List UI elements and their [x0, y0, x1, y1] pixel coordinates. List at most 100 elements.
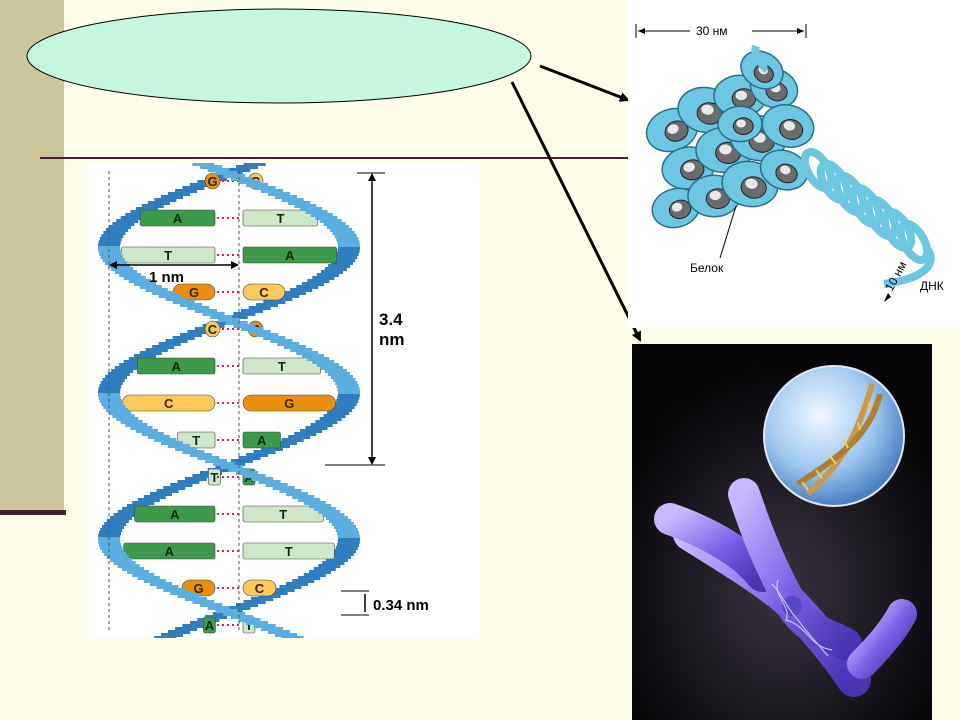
strand-a-segment [154, 636, 177, 638]
strand-b-segment [337, 393, 360, 397]
strand-b-segment [324, 369, 347, 373]
strand-b-segment [156, 585, 179, 589]
chromatin-fiber-width-label: 30 нм [696, 24, 728, 38]
sidebar-bottom-line [0, 510, 66, 515]
strand-b-segment [122, 567, 145, 571]
base-left-letter: T [192, 433, 200, 448]
strand-b-segment [147, 201, 170, 205]
strand-b-segment [106, 555, 129, 559]
strand-b-segment [163, 588, 186, 592]
strand-a-segment [100, 381, 123, 385]
strand-a-segment [189, 621, 212, 625]
strand-a-segment [256, 303, 279, 307]
strand-a-segment [318, 564, 341, 568]
strand-b-segment [236, 165, 259, 169]
strand-b-segment [98, 534, 121, 538]
dna-rise-label: 0.34 nm [373, 597, 429, 614]
strand-b-segment [253, 624, 276, 628]
strand-b-segment [149, 492, 172, 496]
strand-a-segment [337, 543, 360, 547]
strand-b-segment [316, 363, 339, 367]
strand-b-segment [233, 324, 256, 328]
strand-b-segment [172, 300, 195, 304]
strand-a-segment [141, 432, 164, 436]
strand-a-segment [270, 297, 293, 301]
strand-b-segment [98, 240, 121, 244]
strand-b-segment [167, 192, 190, 196]
strand-a-segment [334, 525, 357, 529]
strand-a-segment [119, 363, 142, 367]
dna-pitch-label-unit: nm [379, 330, 405, 349]
strand-b-segment [281, 636, 304, 638]
strand-b-segment [143, 579, 166, 583]
strand-b-segment [101, 549, 124, 553]
strand-a-segment [192, 163, 215, 166]
strand-a-segment [327, 225, 350, 229]
strand-a-segment [334, 234, 357, 238]
base-left-letter: A [165, 544, 175, 559]
base-left-letter: A [173, 211, 183, 226]
base-right-letter: A [285, 248, 295, 263]
title-ellipse[interactable] [25, 6, 533, 106]
chromatin-protein-label: Белок [690, 261, 724, 275]
strand-b-segment [327, 411, 350, 415]
strand-a-segment [265, 483, 288, 487]
strand-a-segment [102, 378, 125, 382]
base-right [242, 283, 286, 301]
strand-b-segment [137, 576, 160, 580]
strand-b-segment [120, 216, 143, 220]
strand-a-segment [179, 333, 202, 337]
strand-b-segment [238, 456, 261, 460]
strand-b-segment [165, 297, 188, 301]
strand-b-segment [230, 615, 253, 619]
strand-a-segment [135, 429, 158, 433]
strand-a-segment [336, 252, 359, 256]
strand-b-segment [260, 627, 283, 631]
strand-a-segment [318, 510, 341, 514]
strand-a-segment [335, 546, 358, 550]
strand-b-segment [300, 429, 323, 433]
strand-a-segment [301, 282, 324, 286]
strand-a-segment [337, 534, 360, 538]
strand-b-segment [187, 306, 210, 310]
strand-a-segment [337, 243, 360, 247]
strand-b-segment [135, 207, 158, 211]
strand-b-segment [330, 375, 353, 379]
strand-a-segment [300, 207, 323, 211]
strand-b-segment [145, 288, 168, 292]
strand-b-segment [98, 531, 121, 535]
strand-b-segment [192, 474, 215, 478]
strand-a-segment [223, 174, 246, 178]
strand-b-segment [294, 432, 317, 436]
strand-b-segment [307, 357, 330, 361]
strand-b-segment [143, 495, 166, 499]
strand-a-segment [212, 462, 235, 466]
strand-b-segment [170, 483, 193, 487]
strand-b-segment [315, 420, 338, 424]
strand-b-segment [110, 516, 133, 520]
strand-a-segment [335, 255, 358, 259]
dna-pitch-label-value: 3.4 [379, 310, 403, 329]
strand-a-segment [215, 171, 238, 175]
strand-b-segment [335, 381, 358, 385]
strand-b-segment [158, 294, 181, 298]
strand-b-segment [163, 486, 186, 490]
strand-a-segment [161, 441, 184, 445]
strand-a-segment [283, 291, 306, 295]
base-left-letter: T [164, 248, 172, 263]
strand-a-segment [123, 360, 146, 364]
strand-a-segment [258, 480, 281, 484]
strand-b-segment [243, 163, 266, 166]
strand-a-segment [330, 228, 353, 232]
strand-b-segment [113, 561, 136, 565]
strand-b-segment [336, 399, 359, 403]
strand-a-segment [260, 189, 283, 193]
strand-b-segment [134, 282, 157, 286]
strand-a-segment [338, 537, 360, 541]
strand-a-segment [322, 561, 345, 565]
strand-a-segment [225, 315, 248, 319]
